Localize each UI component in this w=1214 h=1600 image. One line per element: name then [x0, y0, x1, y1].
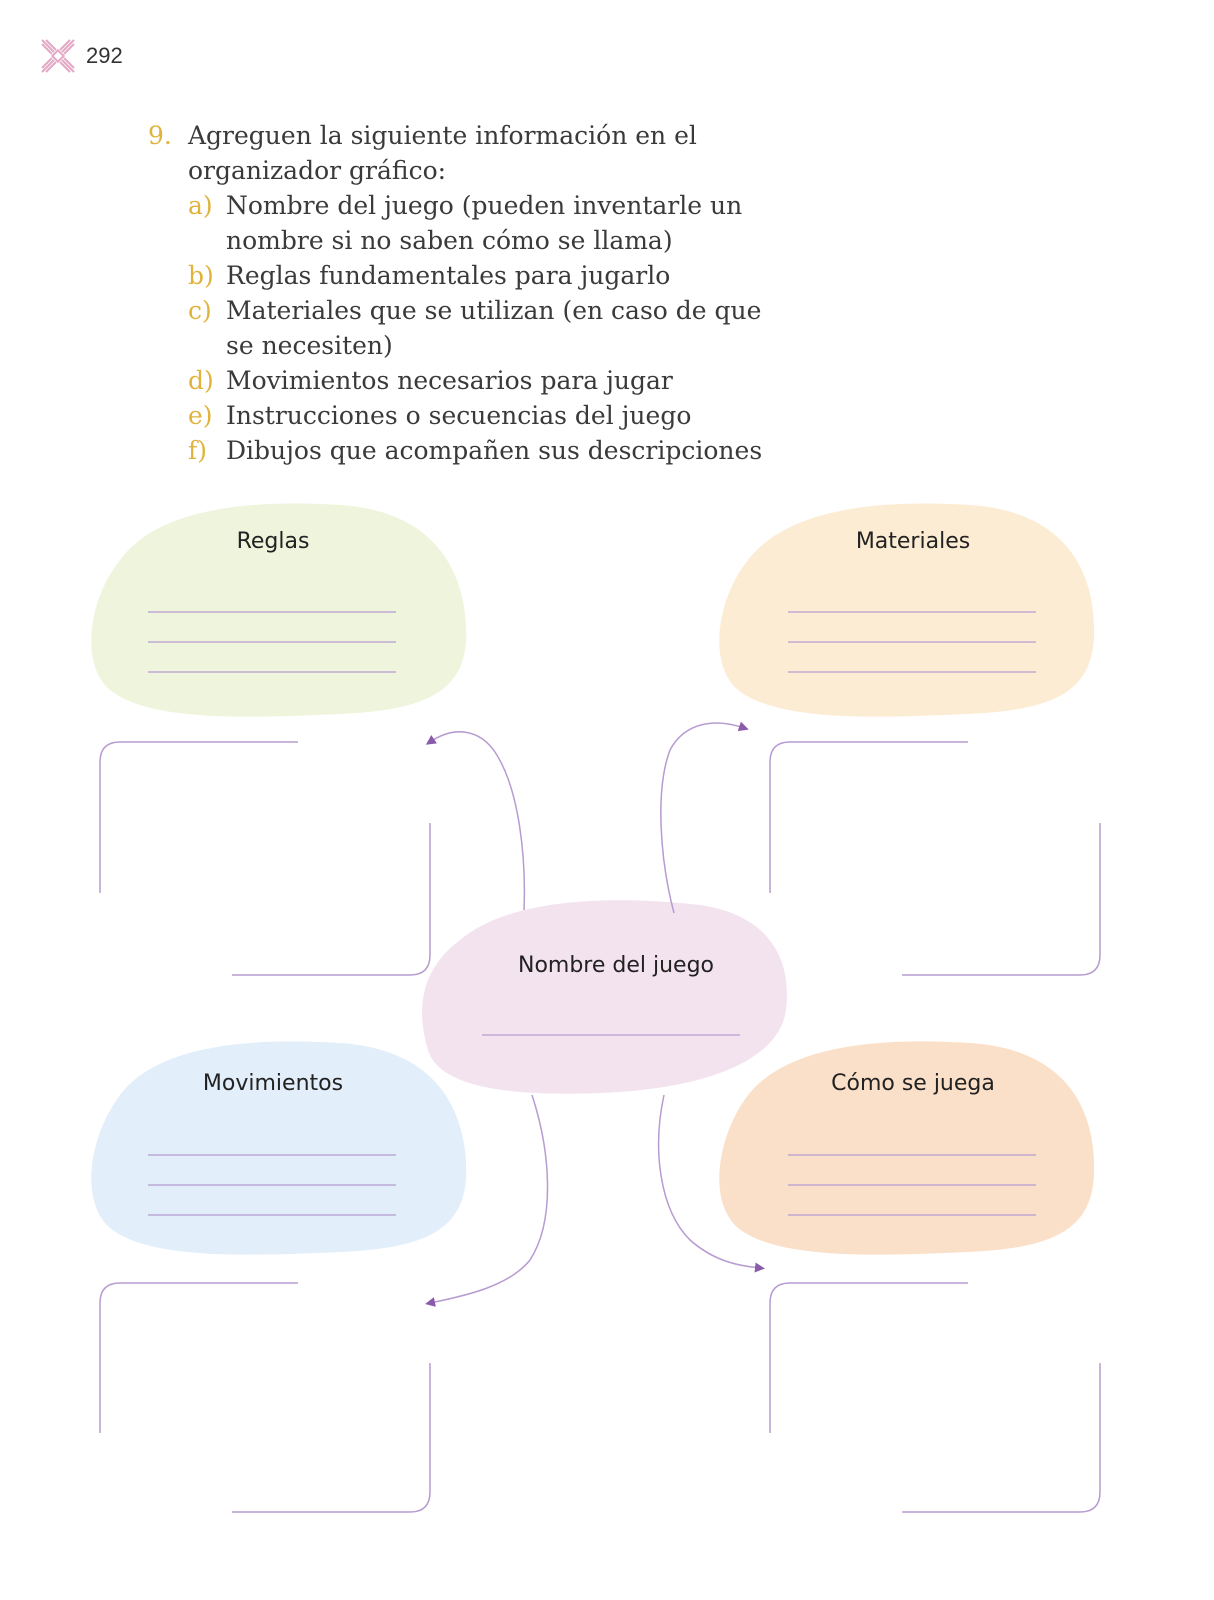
item-line: Instrucciones o secuencias del juego — [226, 401, 692, 430]
drawing-frame-bottom-left[interactable] — [99, 1282, 431, 1513]
page-number: 292 — [86, 43, 123, 68]
item-letter: e) — [188, 401, 213, 430]
arrow-to-materiales — [660, 721, 749, 914]
como-se-juega-title: Cómo se juega — [831, 1071, 995, 1096]
materiales-cloud: Materiales — [719, 503, 1095, 717]
item-text: Dibujos que acompañen sus descripciones — [226, 433, 848, 468]
arrow-to-reglas — [425, 731, 526, 911]
drawing-frame-top-left[interactable] — [99, 741, 431, 976]
intro-line: organizador gráfico: — [188, 156, 447, 185]
item-line: Materiales que se utilizan (en caso de q… — [226, 296, 762, 325]
arrow-to-movimientos — [425, 1094, 549, 1307]
list-item: e) Instrucciones o secuencias del juego — [188, 398, 848, 433]
arrow-to-como-se-juega — [657, 1094, 765, 1273]
item-letter: c) — [188, 296, 212, 325]
movimientos-title: Movimientos — [203, 1071, 343, 1096]
item-line: Dibujos que acompañen sus descripciones — [226, 436, 763, 465]
materiales-title: Materiales — [856, 529, 970, 554]
item-line: nombre si no saben cómo se llama) — [226, 226, 673, 255]
exercise-intro: Agreguen la siguiente información en el … — [188, 118, 848, 188]
exercise-instructions: 9. Agreguen la siguiente información en … — [148, 118, 848, 468]
drawing-frame-top-right[interactable] — [769, 741, 1101, 976]
materiales-blob — [719, 503, 1095, 717]
frame-corner — [99, 1282, 298, 1433]
item-letter: a) — [188, 191, 213, 220]
como-se-juega-cloud: Cómo se juega — [719, 1041, 1095, 1255]
item-text: Reglas fundamentales para jugarlo — [226, 258, 848, 293]
list-item: a) Nombre del juego (pueden inventarle u… — [188, 188, 848, 258]
center-title: Nombre del juego — [518, 953, 714, 978]
item-line: Movimientos necesarios para jugar — [226, 366, 673, 395]
reglas-title: Reglas — [237, 529, 310, 554]
list-item: d) Movimientos necesarios para jugar — [188, 363, 848, 398]
list-item: b) Reglas fundamentales para jugarlo — [188, 258, 848, 293]
item-text: Movimientos necesarios para jugar — [226, 363, 848, 398]
item-line: Reglas fundamentales para jugarlo — [226, 261, 671, 290]
item-line: Nombre del juego (pueden inventarle un — [226, 191, 743, 220]
center-blob — [422, 900, 787, 1094]
frame-corner — [902, 823, 1101, 976]
frame-corner — [232, 1363, 431, 1513]
decorative-cross-icon — [41, 39, 75, 73]
frame-corner — [99, 741, 298, 893]
como-se-juega-blob — [719, 1041, 1095, 1255]
exercise-number: 9. — [148, 121, 172, 150]
frame-corner — [232, 823, 431, 976]
page-header: 292 — [40, 38, 123, 74]
reglas-cloud: Reglas — [91, 503, 467, 717]
frame-corner — [902, 1363, 1101, 1513]
frame-corner — [769, 1282, 968, 1433]
movimientos-blob — [91, 1041, 467, 1255]
item-text: Instrucciones o secuencias del juego — [226, 398, 848, 433]
item-line: se necesiten) — [226, 331, 393, 360]
exercise-items: a) Nombre del juego (pueden inventarle u… — [148, 188, 848, 468]
reglas-blob — [91, 503, 467, 717]
item-letter: d) — [188, 366, 214, 395]
center-cloud: Nombre del juego — [422, 900, 787, 1094]
item-letter: f) — [188, 436, 208, 465]
item-letter: b) — [188, 261, 214, 290]
exercise-heading: 9. Agreguen la siguiente información en … — [148, 118, 848, 188]
movimientos-cloud: Movimientos — [91, 1041, 467, 1255]
item-text: Nombre del juego (pueden inventarle un no… — [226, 188, 848, 258]
item-text: Materiales que se utilizan (en caso de q… — [226, 293, 848, 363]
list-item: c) Materiales que se utilizan (en caso d… — [188, 293, 848, 363]
frame-corner — [769, 741, 968, 893]
drawing-frame-bottom-right[interactable] — [769, 1282, 1101, 1513]
intro-line: Agreguen la siguiente información en el — [188, 121, 697, 150]
list-item: f) Dibujos que acompañen sus descripcion… — [188, 433, 848, 468]
